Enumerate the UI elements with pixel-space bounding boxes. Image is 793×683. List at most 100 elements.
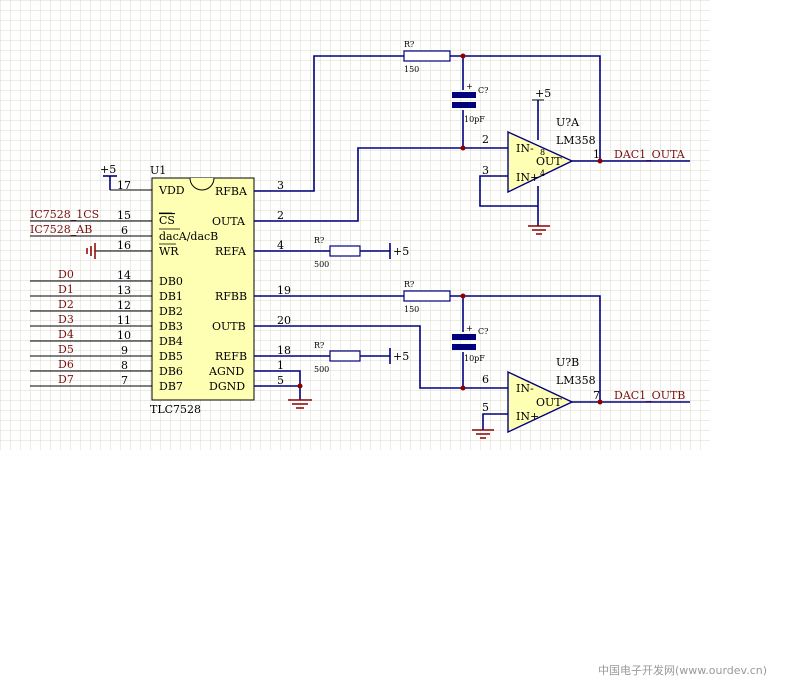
net-d7: D7	[58, 373, 74, 386]
pin-label-refa: REFA	[215, 245, 247, 258]
wr-ground-icon	[86, 243, 96, 259]
pin-label-db5: DB5	[159, 350, 183, 363]
svg-text:R?: R?	[404, 280, 414, 289]
svg-text:C?: C?	[478, 86, 488, 95]
svg-text:+5: +5	[100, 163, 116, 176]
channel-a-wires	[254, 55, 690, 259]
resistor-fb-b[interactable]: R? 150	[403, 280, 451, 314]
net-d2: D2	[58, 298, 74, 311]
pin-num: 9	[121, 344, 128, 357]
net-d0: D0	[58, 268, 74, 281]
pin-num: 11	[117, 314, 131, 327]
net-cs: IC7528_1CS	[30, 208, 99, 221]
pin-num: 2	[277, 209, 284, 222]
refa-supply-label: +5	[393, 245, 409, 258]
u1-designator: U1	[150, 164, 166, 177]
svg-text:+5: +5	[535, 87, 551, 100]
svg-text:+: +	[466, 324, 473, 333]
opamp-b[interactable]: IN- IN+ OUT U?B LM358 6 5 7	[482, 356, 600, 434]
u1-chip[interactable]: U1 TLC7528	[150, 164, 255, 416]
svg-text:OUT: OUT	[536, 155, 562, 168]
svg-text:3: 3	[482, 164, 489, 177]
pin-num: 13	[117, 284, 131, 297]
ground-icon	[528, 225, 550, 235]
pin-num: 12	[117, 299, 131, 312]
svg-text:+: +	[466, 82, 473, 91]
pin-label-refb: REFB	[215, 350, 247, 363]
resistor-fb-a[interactable]: R? 150	[403, 40, 451, 74]
u1-left-pins	[30, 189, 152, 387]
pin-label-rfba: RFBA	[215, 185, 248, 198]
svg-text:150: 150	[404, 305, 419, 314]
svg-text:R?: R?	[314, 236, 324, 245]
pin-num: 5	[277, 374, 284, 387]
net-d4: D4	[58, 328, 74, 341]
pin-label-rfbb: RFBB	[215, 290, 247, 303]
pin-num: 1	[277, 359, 284, 372]
pin-label-db7: DB7	[159, 380, 183, 393]
pin-label-db3: DB3	[159, 320, 183, 333]
svg-text:IN+: IN+	[516, 171, 539, 184]
pin-label-outb: OUTB	[212, 320, 246, 333]
u1-part: TLC7528	[150, 403, 201, 416]
vdd-power-symbol: +5	[100, 163, 117, 190]
refb-supply-label: +5	[393, 350, 409, 363]
net-out-a: DAC1_OUTA	[614, 148, 686, 161]
resistor-ref-b[interactable]: R? 500	[314, 341, 361, 374]
svg-text:5: 5	[482, 401, 489, 414]
watermark: 中国电子开发网(www.ourdev.cn)	[598, 663, 767, 677]
pin-num: 17	[117, 179, 131, 192]
pin-num: 18	[277, 344, 291, 357]
pin-num: 16	[117, 239, 131, 252]
capacitor-b[interactable]: C? 10pF +	[452, 324, 488, 363]
svg-text:LM358: LM358	[556, 374, 596, 387]
svg-text:7: 7	[593, 389, 600, 402]
opamp-a[interactable]: IN- IN+ OUT U?A LM358 2 3 1 8 4	[482, 116, 600, 194]
pin-label-vdd: VDD	[158, 184, 185, 197]
svg-text:LM358: LM358	[556, 134, 596, 147]
pin-num: 20	[277, 314, 291, 327]
svg-text:IN-: IN-	[516, 142, 534, 155]
pin-num: 14	[117, 269, 131, 282]
svg-text:OUT: OUT	[536, 396, 562, 409]
svg-text:1: 1	[593, 148, 600, 161]
capacitor-a[interactable]: C? 10pF +	[452, 82, 488, 124]
pin-num: 7	[121, 374, 128, 387]
opamp-a-supply: +5	[532, 87, 551, 101]
u1-right-pin-text: RFBA 3 OUTA 2 REFA 4 RFBB 19 OUTB 20 REF…	[208, 179, 291, 393]
pin-num: 15	[117, 209, 131, 222]
pin-num: 4	[277, 239, 284, 252]
svg-text:500: 500	[314, 260, 329, 269]
svg-text:10pF: 10pF	[464, 115, 485, 124]
svg-text:C?: C?	[478, 327, 488, 336]
ground-icon	[288, 399, 312, 409]
pin-label-wr: WR	[159, 245, 179, 258]
pin-label-db6: DB6	[159, 365, 183, 378]
svg-text:IN-: IN-	[516, 382, 534, 395]
u1-left-pin-text: 17 VDD 15 CS 6 dacA/dacB 16 WR 14 DB0 13…	[117, 179, 218, 393]
left-net-labels: IC7528_1CS IC7528_AB D0 D1 D2 D3 D4 D5 D…	[30, 208, 99, 386]
svg-text:8: 8	[540, 148, 545, 157]
resistor-ref-a[interactable]: R? 500	[314, 236, 361, 269]
svg-text:4: 4	[540, 169, 545, 178]
net-d5: D5	[58, 343, 74, 356]
svg-text:10pF: 10pF	[464, 354, 485, 363]
pin-label-dgnd: DGND	[209, 380, 245, 393]
pin-label-db0: DB0	[159, 275, 183, 288]
svg-text:R?: R?	[314, 341, 324, 350]
pin-label-db4: DB4	[159, 335, 183, 348]
net-d1: D1	[58, 283, 74, 296]
net-ab: IC7528_AB	[30, 223, 92, 236]
grid-background	[0, 0, 710, 450]
svg-text:IN+: IN+	[516, 410, 539, 423]
svg-text:6: 6	[482, 373, 489, 386]
net-d3: D3	[58, 313, 74, 326]
pin-num: 10	[117, 329, 131, 342]
pin-num: 6	[121, 224, 128, 237]
pin-label-cs: CS	[159, 214, 175, 227]
svg-text:2: 2	[482, 133, 489, 146]
svg-text:U?B: U?B	[556, 356, 579, 369]
svg-text:150: 150	[404, 65, 419, 74]
junction-dots	[297, 53, 603, 405]
